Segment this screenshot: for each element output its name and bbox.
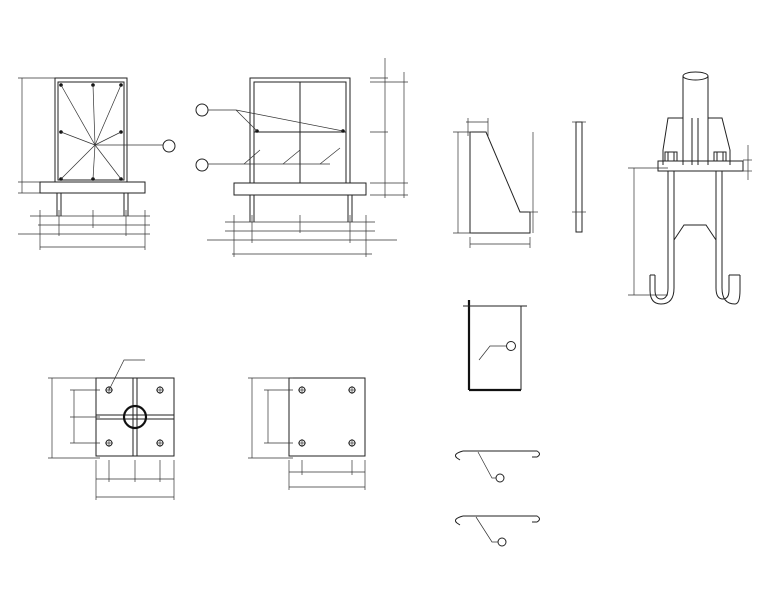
column-section-icon: [122, 404, 148, 430]
bolt-holes: [298, 386, 356, 447]
view-elevation-side: [195, 58, 408, 257]
view-anchor-hook-1: [455, 450, 540, 483]
view-plan-with-column: [48, 359, 175, 500]
callout-bubble: [497, 537, 507, 547]
view-stiffener-detail-2: [463, 300, 527, 392]
callout-bubble: [495, 473, 505, 483]
view-anchor-detail: [628, 71, 752, 305]
callout-bubble: [195, 158, 209, 172]
callout-bubble: [195, 103, 209, 117]
bolt-holes: [105, 386, 164, 447]
view-anchor-hook-2: [455, 515, 540, 547]
view-plan-base-plate: [248, 377, 366, 490]
callout-bubble: [162, 139, 176, 153]
view-plate-edge: [572, 121, 586, 233]
callout-bubble: [506, 341, 516, 351]
view-elevation-front: [18, 77, 176, 250]
view-stiffener-plate: [453, 118, 538, 248]
